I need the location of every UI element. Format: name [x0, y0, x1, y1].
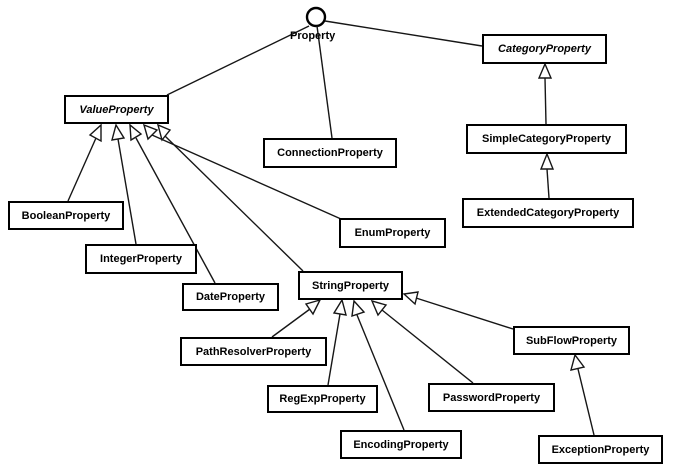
- edge-booleanproperty-valueproperty-arrowhead: [88, 123, 102, 143]
- class-box-pathresolverproperty[interactable]: PathResolverProperty: [180, 337, 327, 366]
- class-box-integerproperty[interactable]: IntegerProperty: [85, 244, 197, 274]
- edge-extendedcategoryproperty-simplecategoryproperty-arrowhead: [539, 152, 555, 170]
- edge-integerproperty-valueproperty-line: [117, 138, 137, 245]
- class-box-subflowproperty[interactable]: SubFlowProperty: [513, 326, 630, 355]
- edge-encodingproperty-stringproperty-arrowhead: [351, 299, 366, 318]
- edge-pathresolverproperty-stringproperty-arrowhead: [304, 298, 322, 316]
- edge-encodingproperty-stringproperty-line: [356, 314, 405, 431]
- edge-dateproperty-valueproperty-arrowhead: [129, 123, 143, 142]
- class-box-extendedcategoryproperty[interactable]: ExtendedCategoryProperty: [462, 198, 634, 228]
- class-box-regexpproperty[interactable]: RegExpProperty: [267, 385, 378, 413]
- class-box-connectionproperty[interactable]: ConnectionProperty: [263, 138, 397, 168]
- class-box-enumproperty[interactable]: EnumProperty: [339, 218, 446, 248]
- edge-stringproperty-valueproperty-arrowhead: [156, 123, 172, 142]
- class-box-valueproperty[interactable]: ValueProperty: [64, 95, 169, 124]
- edge-integerproperty-valueproperty-arrowhead: [111, 123, 126, 141]
- edge-pathresolverproperty-stringproperty-line: [271, 308, 311, 338]
- interface-lollipop-icon[interactable]: [305, 6, 327, 28]
- class-box-exceptionproperty[interactable]: ExceptionProperty: [538, 435, 663, 464]
- edge-property-categoryproperty-line: [324, 20, 483, 47]
- edge-dateproperty-valueproperty-line: [135, 137, 216, 284]
- edge-passwordproperty-stringproperty-line: [381, 309, 474, 384]
- edge-simplecategoryproperty-categoryproperty-arrowhead: [537, 62, 553, 79]
- interface-name-label: Property: [290, 30, 336, 42]
- edge-enumproperty-valueproperty-line: [151, 134, 342, 220]
- class-box-passwordproperty[interactable]: PasswordProperty: [428, 383, 555, 412]
- edge-passwordproperty-stringproperty-arrowhead: [370, 299, 388, 317]
- class-box-encodingproperty[interactable]: EncodingProperty: [340, 430, 462, 459]
- class-box-stringproperty[interactable]: StringProperty: [298, 271, 403, 300]
- class-box-booleanproperty[interactable]: BooleanProperty: [8, 201, 124, 230]
- edge-extendedcategoryproperty-simplecategoryproperty-line: [546, 168, 550, 199]
- class-box-categoryproperty[interactable]: CategoryProperty: [482, 34, 607, 64]
- edge-booleanproperty-valueproperty-line: [67, 137, 97, 202]
- edge-exceptionproperty-subflowproperty-arrowhead: [570, 353, 586, 371]
- edge-property-connectionproperty-line: [316, 25, 333, 139]
- edge-stringproperty-valueproperty-line: [164, 135, 304, 272]
- class-box-dateproperty[interactable]: DateProperty: [182, 283, 279, 311]
- edge-property-valueproperty-line: [166, 25, 310, 96]
- edge-subflowproperty-stringproperty-arrowhead: [402, 291, 419, 306]
- edge-enumproperty-valueproperty-arrowhead: [142, 123, 159, 141]
- edge-subflowproperty-stringproperty-line: [415, 297, 514, 330]
- class-box-simplecategoryproperty[interactable]: SimpleCategoryProperty: [466, 124, 627, 154]
- edge-exceptionproperty-subflowproperty-line: [577, 368, 595, 436]
- edge-regexpproperty-stringproperty-line: [327, 313, 341, 386]
- edge-simplecategoryproperty-categoryproperty-line: [544, 77, 547, 125]
- edge-regexpproperty-stringproperty-arrowhead: [332, 298, 347, 316]
